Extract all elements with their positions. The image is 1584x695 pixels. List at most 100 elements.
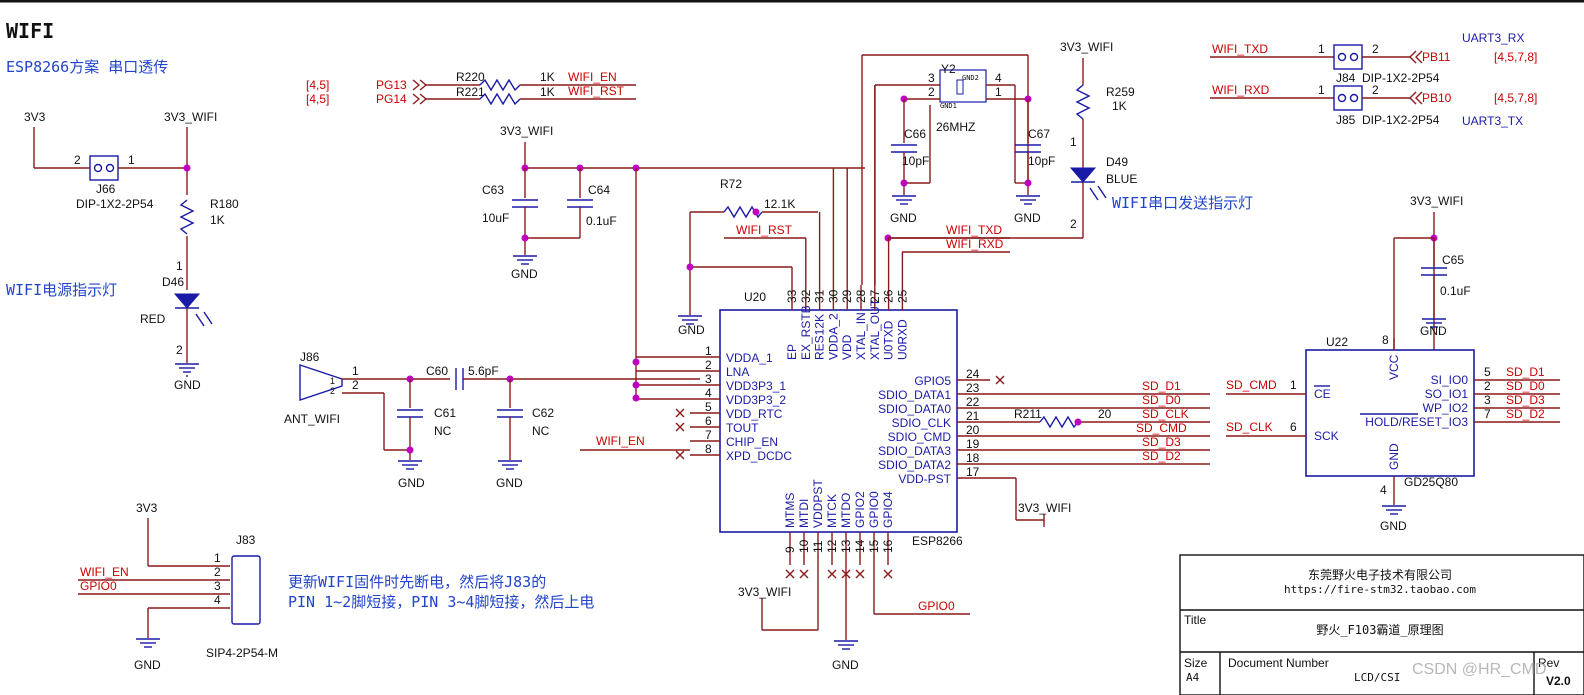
svg-text:1: 1	[1318, 42, 1325, 56]
svg-text:DIP-1X2-2P54: DIP-1X2-2P54	[1362, 113, 1440, 127]
svg-text:D46: D46	[162, 275, 184, 289]
svg-text:4: 4	[995, 71, 1002, 85]
u20-pin-num: 3	[705, 372, 712, 386]
svg-text:R211: R211	[1014, 407, 1042, 421]
svg-text:2: 2	[1372, 83, 1379, 97]
decoupling-caps: 3V3_WIFI C63 10uF C64 0.1uF GND	[482, 124, 865, 281]
svg-text:GD25Q80: GD25Q80	[1404, 475, 1458, 489]
svg-text:R220: R220	[456, 70, 485, 84]
svg-text:2: 2	[74, 153, 81, 167]
svg-text:SIP4-2P54-M: SIP4-2P54-M	[206, 646, 278, 660]
u20-pin-name: XTAL_OUT	[868, 298, 882, 360]
svg-text:SD_CLK: SD_CLK	[1142, 407, 1189, 421]
u20-pin-name: VDD3P3_2	[726, 393, 786, 407]
svg-text:WIFI_RST: WIFI_RST	[568, 84, 625, 98]
svg-text:UART3_TX: UART3_TX	[1462, 114, 1523, 128]
svg-text:C67: C67	[1028, 127, 1050, 141]
svg-text:Title: Title	[1184, 613, 1207, 627]
u20-pin-num: 4	[705, 386, 712, 400]
no-connect-icon	[675, 450, 685, 460]
u20-pin-name: TOUT	[726, 421, 759, 435]
u20-pin-num: 21	[966, 409, 980, 423]
svg-text:4: 4	[1380, 483, 1387, 497]
svg-text:ANT_WIFI: ANT_WIFI	[284, 412, 340, 426]
note-line-1: 更新WIFI固件时先断电，然后将J83的	[288, 573, 546, 591]
svg-text:WIFI_TXD: WIFI_TXD	[946, 223, 1002, 237]
svg-text:GND: GND	[1420, 324, 1447, 338]
svg-text:GND: GND	[678, 323, 705, 337]
u20-pin-name: U0TXD	[882, 320, 896, 360]
svg-text:[4,5]: [4,5]	[306, 78, 329, 92]
svg-text:GND: GND	[1380, 519, 1407, 533]
u20-pin-num: 27	[868, 289, 882, 303]
net-label-3v3-wifi-1: 3V3_WIFI	[164, 110, 217, 124]
u20-pin-num: 17	[966, 465, 980, 479]
svg-text:3V3: 3V3	[136, 501, 158, 515]
serial-led-label: WIFI串口发送指示灯	[1112, 194, 1253, 212]
u20-pin-name: SDIO_DATA0	[878, 402, 951, 416]
svg-text:SD_CMD: SD_CMD	[1226, 378, 1277, 392]
svg-text:SD_D0: SD_D0	[1506, 379, 1545, 393]
svg-text:3: 3	[214, 579, 221, 593]
u20-body	[719, 309, 958, 533]
svg-text:1K: 1K	[210, 213, 225, 227]
u20-pin-num: 5	[705, 400, 712, 414]
u20-pin-name: XTAL_IN	[854, 312, 868, 360]
svg-text:R259: R259	[1106, 85, 1135, 99]
u20-pin-num: 19	[966, 437, 980, 451]
u20-pin-name: GPIO4	[881, 491, 895, 528]
svg-text:V2.0: V2.0	[1546, 674, 1571, 688]
d49-led-icon	[1069, 167, 1097, 183]
no-connect-icon	[675, 422, 685, 432]
svg-text:https://fire-stm32.taobao.com: https://fire-stm32.taobao.com	[1284, 583, 1476, 596]
u20-pin-name: VDD-PST	[898, 472, 951, 486]
svg-text:10pF: 10pF	[1028, 154, 1055, 168]
u20-pin-name: GPIO2	[853, 491, 867, 528]
u20-pin-name: VDDA_1	[726, 351, 773, 365]
svg-text:SD_D1: SD_D1	[1506, 365, 1545, 379]
u20-pin-num: 22	[966, 395, 980, 409]
svg-text:Size: Size	[1184, 656, 1208, 670]
u20-pin-name: U0RXD	[895, 319, 909, 360]
gnd-icon	[175, 363, 199, 377]
svg-text:GND: GND	[496, 476, 523, 490]
svg-text:[4,5,7,8]: [4,5,7,8]	[1494, 50, 1537, 64]
u20-pin-name: EP	[785, 344, 799, 360]
svg-text:3V3_WIFI: 3V3_WIFI	[1060, 40, 1113, 54]
u20-pin-num: 15	[867, 539, 881, 553]
svg-text:2: 2	[1372, 42, 1379, 56]
svg-text:SD_D3: SD_D3	[1142, 435, 1181, 449]
svg-text:6: 6	[1290, 420, 1297, 434]
no-connect-icon	[995, 375, 1005, 385]
svg-text:3V3_WIFI: 3V3_WIFI	[1018, 501, 1071, 515]
svg-text:2: 2	[928, 85, 935, 99]
u20-pin-num: 18	[966, 451, 980, 465]
svg-text:1: 1	[352, 364, 359, 378]
svg-text:5.6pF: 5.6pF	[468, 364, 499, 378]
u20-pin-num: 33	[785, 289, 799, 303]
u20-pin-name: GPIO0	[867, 491, 881, 528]
no-connect-icon	[799, 569, 809, 579]
svg-text:SD_CLK: SD_CLK	[1226, 420, 1273, 434]
svg-text:D49: D49	[1106, 155, 1128, 169]
svg-text:3: 3	[928, 71, 935, 85]
u20-pin-num: 26	[882, 289, 896, 303]
svg-text:1K: 1K	[540, 70, 555, 84]
u20-pin-name: VDD	[840, 334, 854, 360]
svg-text:PB10: PB10	[1422, 91, 1452, 105]
u20-pin-num: 29	[840, 289, 854, 303]
u20-pin-num: 32	[799, 289, 813, 303]
u20-pin-name: SDIO_DATA1	[878, 388, 951, 402]
u20-pin-name: MTDI	[797, 499, 811, 528]
svg-text:VCC: VCC	[1387, 354, 1401, 380]
svg-text:GPIO0: GPIO0	[80, 579, 117, 593]
u20-pin-num: 9	[783, 546, 797, 553]
title-block: 东莞野火电子技术有限公司 https://fire-stm32.taobao.c…	[1179, 554, 1584, 695]
u20-pin-num: 28	[854, 289, 868, 303]
svg-text:C62: C62	[532, 406, 554, 420]
svg-text:4: 4	[214, 593, 221, 607]
svg-text:SD_CMD: SD_CMD	[1136, 421, 1187, 435]
svg-text:SD_D2: SD_D2	[1142, 449, 1181, 463]
